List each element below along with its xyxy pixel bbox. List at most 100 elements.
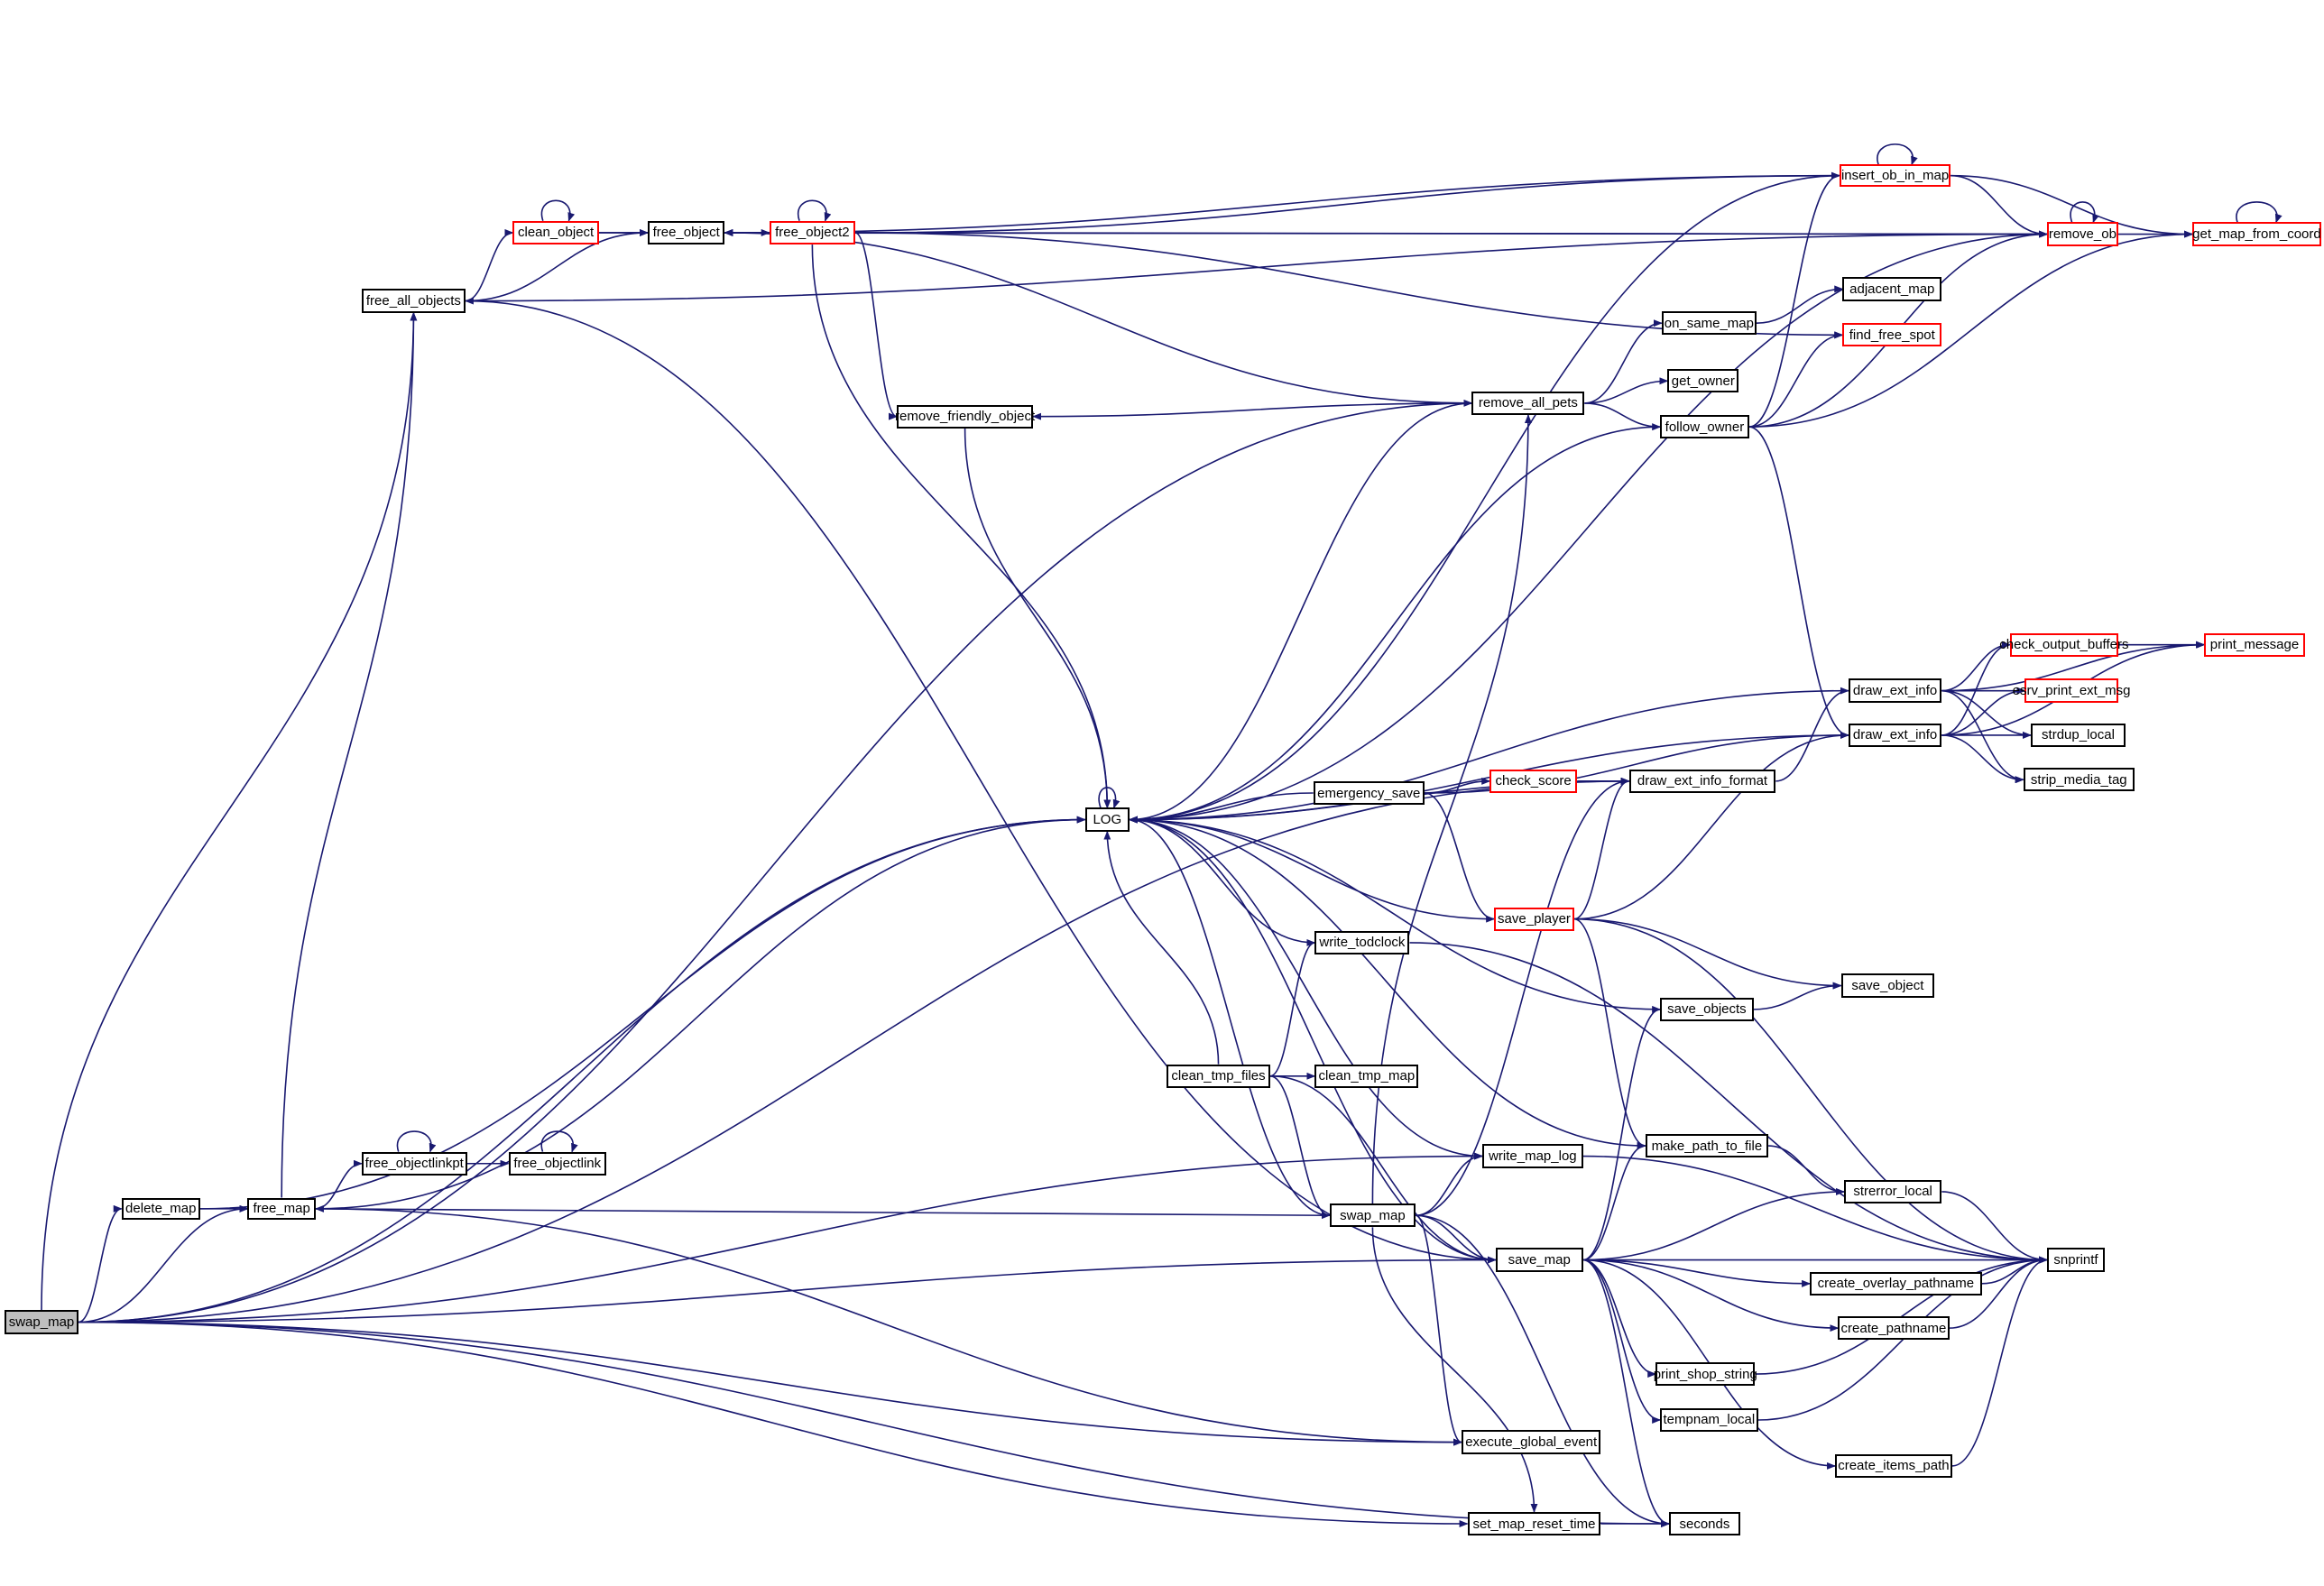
edge-write-todclock-to-snprintf	[1409, 942, 2048, 1264]
edge-save-player-to-make-path-to-file	[1573, 917, 1646, 1149]
edge-remove-all-pets-to-follow-owner	[1584, 402, 1662, 431]
edge-save-player-to-draw-ext-info-format	[1573, 777, 1630, 920]
node-follow-owner[interactable]: follow_owner	[1660, 415, 1749, 439]
node-save-object[interactable]: save_object	[1840, 973, 1935, 998]
node-save-map[interactable]: save_map	[1495, 1248, 1583, 1272]
node-save-player[interactable]: save_player	[1494, 907, 1574, 931]
edge-insert-ob-in-map-to-insert-ob-in-map	[1877, 143, 1918, 166]
edge-clean-object-to-clean-object	[540, 199, 576, 222]
edge-save-map-to-create-pathname	[1582, 1259, 1840, 1332]
node-clean-tmp-files[interactable]: clean_tmp_files	[1167, 1064, 1271, 1088]
edge-clean-tmp-files-to-write-todclock	[1269, 939, 1316, 1077]
node-free-object[interactable]: free_object	[647, 220, 725, 245]
node-save-objects[interactable]: save_objects	[1660, 997, 1754, 1022]
node-write-map-log[interactable]: write_map_log	[1482, 1144, 1583, 1168]
edge-remove-ob-to-remove-ob	[2070, 201, 2099, 224]
edge-emergency-save-to-LOG	[1128, 792, 1314, 824]
node-seconds[interactable]: seconds	[1669, 1511, 1740, 1536]
node-snprintf[interactable]: snprintf	[2046, 1248, 2106, 1272]
node-swap-map[interactable]: swap_map	[1329, 1203, 1416, 1228]
node-remove-friendly-object[interactable]: remove_friendly_object	[895, 404, 1035, 429]
node-draw-ext-info-format[interactable]: draw_ext_info_format	[1628, 769, 1776, 793]
edge-remove-all-pets-to-free-object	[724, 228, 1472, 404]
node-emergency-save[interactable]: emergency_save	[1313, 780, 1425, 806]
edge-write-map-log-to-LOG	[1128, 816, 1483, 1157]
edge-insert-ob-in-map-to-remove-ob	[1950, 174, 2048, 238]
node-get-map-from-coord[interactable]: get_map_from_coord	[2191, 222, 2321, 246]
edge-create-pathname-to-snprintf	[1949, 1256, 2048, 1329]
edge-swap-map-root-to-free-map	[78, 1204, 249, 1323]
node-write-todclock[interactable]: write_todclock	[1314, 930, 1410, 955]
node-create-pathname[interactable]: create_pathname	[1838, 1315, 1950, 1341]
edge-remove-all-pets-to-remove-friendly-object	[1032, 402, 1472, 420]
node-strerror-local[interactable]: strerror_local	[1843, 1179, 1942, 1204]
node-check-score[interactable]: check_score	[1489, 769, 1578, 793]
node-strip-media-tag[interactable]: strip_media_tag	[2023, 768, 2135, 792]
edge-on-same-map-to-adjacent-map	[1756, 285, 1844, 324]
node-make-path-to-file[interactable]: make_path_to_file	[1645, 1133, 1769, 1158]
edge-save-map-to-save-objects	[1582, 1005, 1662, 1261]
edge-save-map-to-seconds	[1582, 1259, 1671, 1527]
edge-swap-map-to-set-map-reset-time	[1371, 1227, 1538, 1513]
node-clean-tmp-map[interactable]: clean_tmp_map	[1314, 1064, 1419, 1088]
edge-save-map-to-make-path-to-file	[1582, 1142, 1646, 1261]
edge-emergency-save-to-save-player	[1424, 792, 1496, 923]
node-create-overlay-pathname[interactable]: create_overlay_pathname	[1810, 1271, 1982, 1296]
edge-swap-map-to-LOG	[1128, 816, 1330, 1217]
edge-draw-ext-info-a-to-LOG	[1128, 689, 1849, 824]
node-free-object2[interactable]: free_object2	[769, 220, 855, 245]
edge-get-map-from-coord-to-get-map-from-coord	[2236, 201, 2282, 224]
edge-swap-map-root-to-free-all-objects	[41, 311, 418, 1311]
node-print-shop-string[interactable]: print_shop_string	[1654, 1361, 1757, 1387]
edge-swap-map-root-to-seconds	[78, 1321, 1671, 1527]
edge-swap-map-to-seconds	[1416, 1214, 1671, 1527]
node-execute-global-event[interactable]: execute_global_event	[1461, 1430, 1601, 1454]
node-get-owner[interactable]: get_owner	[1667, 369, 1739, 393]
edge-free-object2-to-remove-friendly-object	[854, 232, 899, 420]
edge-free-map-to-free-all-objects	[281, 311, 418, 1198]
node-esrv-print-ext-msg[interactable]: esrv_print_ext_msg	[2013, 678, 2131, 703]
edge-clean-tmp-files-to-LOG	[1103, 830, 1220, 1065]
edge-insert-ob-in-map-to-free-object	[724, 174, 1840, 236]
node-free-all-objects[interactable]: free_all_objects	[361, 289, 466, 313]
edge-swap-map-root-to-write-map-log	[78, 1152, 1483, 1323]
edge-follow-owner-to-insert-ob-in-map	[1748, 171, 1840, 428]
edge-swap-map-to-draw-ext-info-format	[1416, 777, 1630, 1217]
edge-save-map-to-create-overlay-pathname	[1582, 1259, 1812, 1287]
edge-draw-ext-info-a-to-strdup-local	[1941, 689, 2032, 739]
node-free-objectlinkpt[interactable]: free_objectlinkpt	[361, 1151, 467, 1176]
node-create-items-path[interactable]: create_items_path	[1835, 1453, 1952, 1479]
node-insert-ob-in-map[interactable]: insert_ob_in_map	[1839, 164, 1951, 187]
node-delete-map[interactable]: delete_map	[121, 1197, 200, 1221]
node-strdup-local[interactable]: strdup_local	[2030, 723, 2126, 748]
node-set-map-reset-time[interactable]: set_map_reset_time	[1467, 1511, 1601, 1536]
node-swap-map-root[interactable]: swap_map	[4, 1310, 79, 1334]
edge-strerror-local-to-snprintf	[1941, 1191, 2048, 1264]
edge-create-items-path-to-snprintf	[1951, 1256, 2048, 1467]
edge-remove-friendly-object-to-LOG	[964, 428, 1111, 809]
edge-free-all-objects-to-free-object	[465, 228, 649, 302]
edge-write-map-log-to-snprintf	[1582, 1155, 2048, 1264]
node-remove-ob[interactable]: remove_ob	[2046, 222, 2118, 246]
node-draw-ext-info-b[interactable]: draw_ext_info	[1848, 723, 1942, 748]
node-on-same-map[interactable]: on_same_map	[1661, 311, 1757, 336]
edge-save-objects-to-save-object	[1753, 982, 1842, 1010]
node-remove-all-pets[interactable]: remove_all_pets	[1471, 391, 1585, 416]
edge-free-objectlink-to-free-objectlink	[540, 1130, 578, 1153]
edge-draw-ext-info-a-to-check-output-buffers	[1941, 641, 2011, 692]
node-tempnam-local[interactable]: tempnam_local	[1660, 1407, 1758, 1433]
node-find-free-spot[interactable]: find_free_spot	[1842, 323, 1942, 347]
edge-free-object2-to-remove-ob	[855, 230, 2048, 238]
node-check-output-buffers[interactable]: check_output_buffers	[1999, 632, 2128, 657]
node-adjacent-map[interactable]: adjacent_map	[1842, 277, 1942, 301]
edge-save-map-to-free-all-objects	[464, 297, 1496, 1261]
node-print-message[interactable]: print_message	[2204, 632, 2305, 657]
edge-follow-owner-to-get-map-from-coord	[1748, 230, 2193, 428]
node-free-map[interactable]: free_map	[247, 1197, 316, 1221]
edge-insert-ob-in-map-to-get-map-from-coord	[1950, 174, 2193, 238]
node-draw-ext-info-a[interactable]: draw_ext_info	[1848, 678, 1942, 703]
node-LOG[interactable]: LOG	[1084, 807, 1130, 832]
node-clean-object[interactable]: clean_object	[512, 220, 599, 245]
edge-follow-owner-to-draw-ext-info-b	[1748, 426, 1849, 739]
node-free-objectlink[interactable]: free_objectlink	[508, 1151, 606, 1176]
